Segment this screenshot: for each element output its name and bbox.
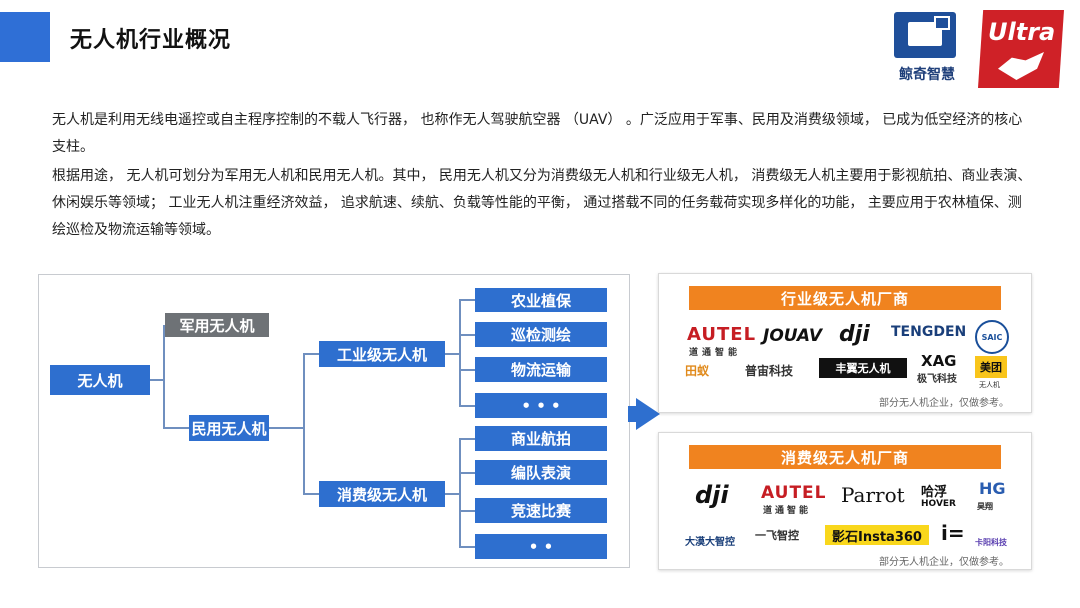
jingqi-logo-text: 鲸奇智慧 [899, 67, 955, 83]
leaf-logistics: 物流运输 [475, 357, 607, 382]
brand-hover: HOVER [921, 499, 956, 509]
classification-diagram: 无人机 军用无人机 民用无人机 工业级无人机 消费级无人机 农业植保 巡检测绘 … [38, 274, 630, 568]
connector [459, 438, 475, 440]
connector [459, 369, 475, 371]
brand-jouav: JOUAV [763, 326, 822, 346]
brand-saic: SAIC [975, 320, 1009, 354]
brand-tengden: TENGDEN [891, 324, 967, 340]
connector [445, 353, 459, 355]
connector [303, 353, 305, 495]
brand-jifei: 极飞科技 [917, 374, 957, 385]
brand-autel: AUTEL [687, 324, 757, 345]
consumer-vendors-title: 消费级无人机厂商 [689, 445, 1001, 469]
jingqi-logo: 鲸奇智慧 [888, 12, 966, 90]
leaf-agriculture: 农业植保 [475, 288, 607, 312]
node-consumer-uav: 消费级无人机 [319, 481, 445, 507]
ultra-logo-text: Ultra [988, 18, 1056, 46]
arrow-head-icon [636, 398, 660, 430]
connector [150, 379, 164, 381]
consumer-vendors-card: 消费级无人机厂商 dji AUTEL 道通智能 Parrot 哈浮 HOVER … [658, 432, 1032, 570]
node-civil-uav: 民用无人机 [189, 415, 269, 441]
connector [459, 405, 475, 407]
leaf-industrial-more: • • • [475, 393, 607, 418]
leaf-racing: 竞速比赛 [475, 498, 607, 523]
connector [459, 299, 461, 407]
brand-meituan: 美团 [975, 356, 1007, 378]
ultra-logo: Ultra [978, 10, 1064, 88]
brand-efy: 一飞智控 [755, 529, 799, 542]
brand-haoxiang: 昊翔 [977, 502, 993, 511]
connector [459, 510, 475, 512]
node-military-uav: 军用无人机 [165, 313, 269, 337]
brand-puzhou: 普宙科技 [745, 364, 794, 378]
connector [459, 546, 475, 548]
brand-parrot: Parrot [841, 483, 905, 507]
leaf-aerial-photo: 商业航拍 [475, 426, 607, 451]
brand-hafu: 哈浮 [921, 485, 948, 500]
consumer-vendors-note: 部分无人机企业，仅做参考。 [879, 557, 1009, 568]
intro-paragraph-1: 无人机是利用无线电遥控或自主程序控制的不载人飞行器， 也称作无人驾驶航空器 （U… [52, 112, 1023, 155]
industrial-vendors-card: 行业级无人机厂商 AUTEL 道通智能 JOUAV dji TENGDEN SA… [658, 273, 1032, 413]
brand-dji: dji [695, 481, 729, 509]
connector [269, 427, 303, 429]
connector [163, 427, 189, 429]
connector [303, 493, 319, 495]
brand-damoda: 大漠大智控 [685, 537, 735, 548]
brand-meituan-sub: 无人机 [979, 381, 1000, 389]
connector [163, 325, 165, 429]
node-uav-root: 无人机 [50, 365, 150, 395]
leaf-formation-show: 编队表演 [475, 460, 607, 485]
page-title: 无人机行业概况 [70, 28, 232, 53]
industrial-vendors-title: 行业级无人机厂商 [689, 286, 1001, 310]
leaf-inspection: 巡检测绘 [475, 322, 607, 347]
brand-hg: HG [979, 479, 1006, 498]
industrial-vendors-note: 部分无人机企业，仅做参考。 [879, 398, 1009, 409]
title-accent-bar [0, 12, 50, 62]
connector [303, 353, 319, 355]
leaf-consumer-more: • • [475, 534, 607, 559]
brand-daotong: 道通智能 [689, 348, 742, 358]
brand-autel: AUTEL [761, 483, 827, 503]
brand-daotong: 道通智能 [763, 506, 812, 516]
brand-xag: XAG [921, 352, 957, 370]
node-industrial-uav: 工业级无人机 [319, 341, 445, 367]
connector [459, 438, 461, 548]
brand-ie: i= [941, 521, 965, 545]
jingqi-logo-icon [894, 12, 956, 58]
brand-dji: dji [839, 322, 870, 347]
intro-paragraph-2: 根据用途， 无人机可划分为军用无人机和民用无人机。其中， 民用无人机又分为消费级… [52, 168, 1032, 238]
connector [459, 472, 475, 474]
brand-kayang: 卡阳科技 [975, 538, 1007, 547]
brand-fengyi: 丰翼无人机 [819, 358, 907, 378]
arrow-right-icon [628, 406, 638, 422]
brand-tianyi: 田蚁 [685, 364, 710, 378]
brand-insta360: 影石Insta360 [825, 525, 929, 545]
connector [459, 334, 475, 336]
connector [459, 299, 475, 301]
connector [445, 493, 459, 495]
